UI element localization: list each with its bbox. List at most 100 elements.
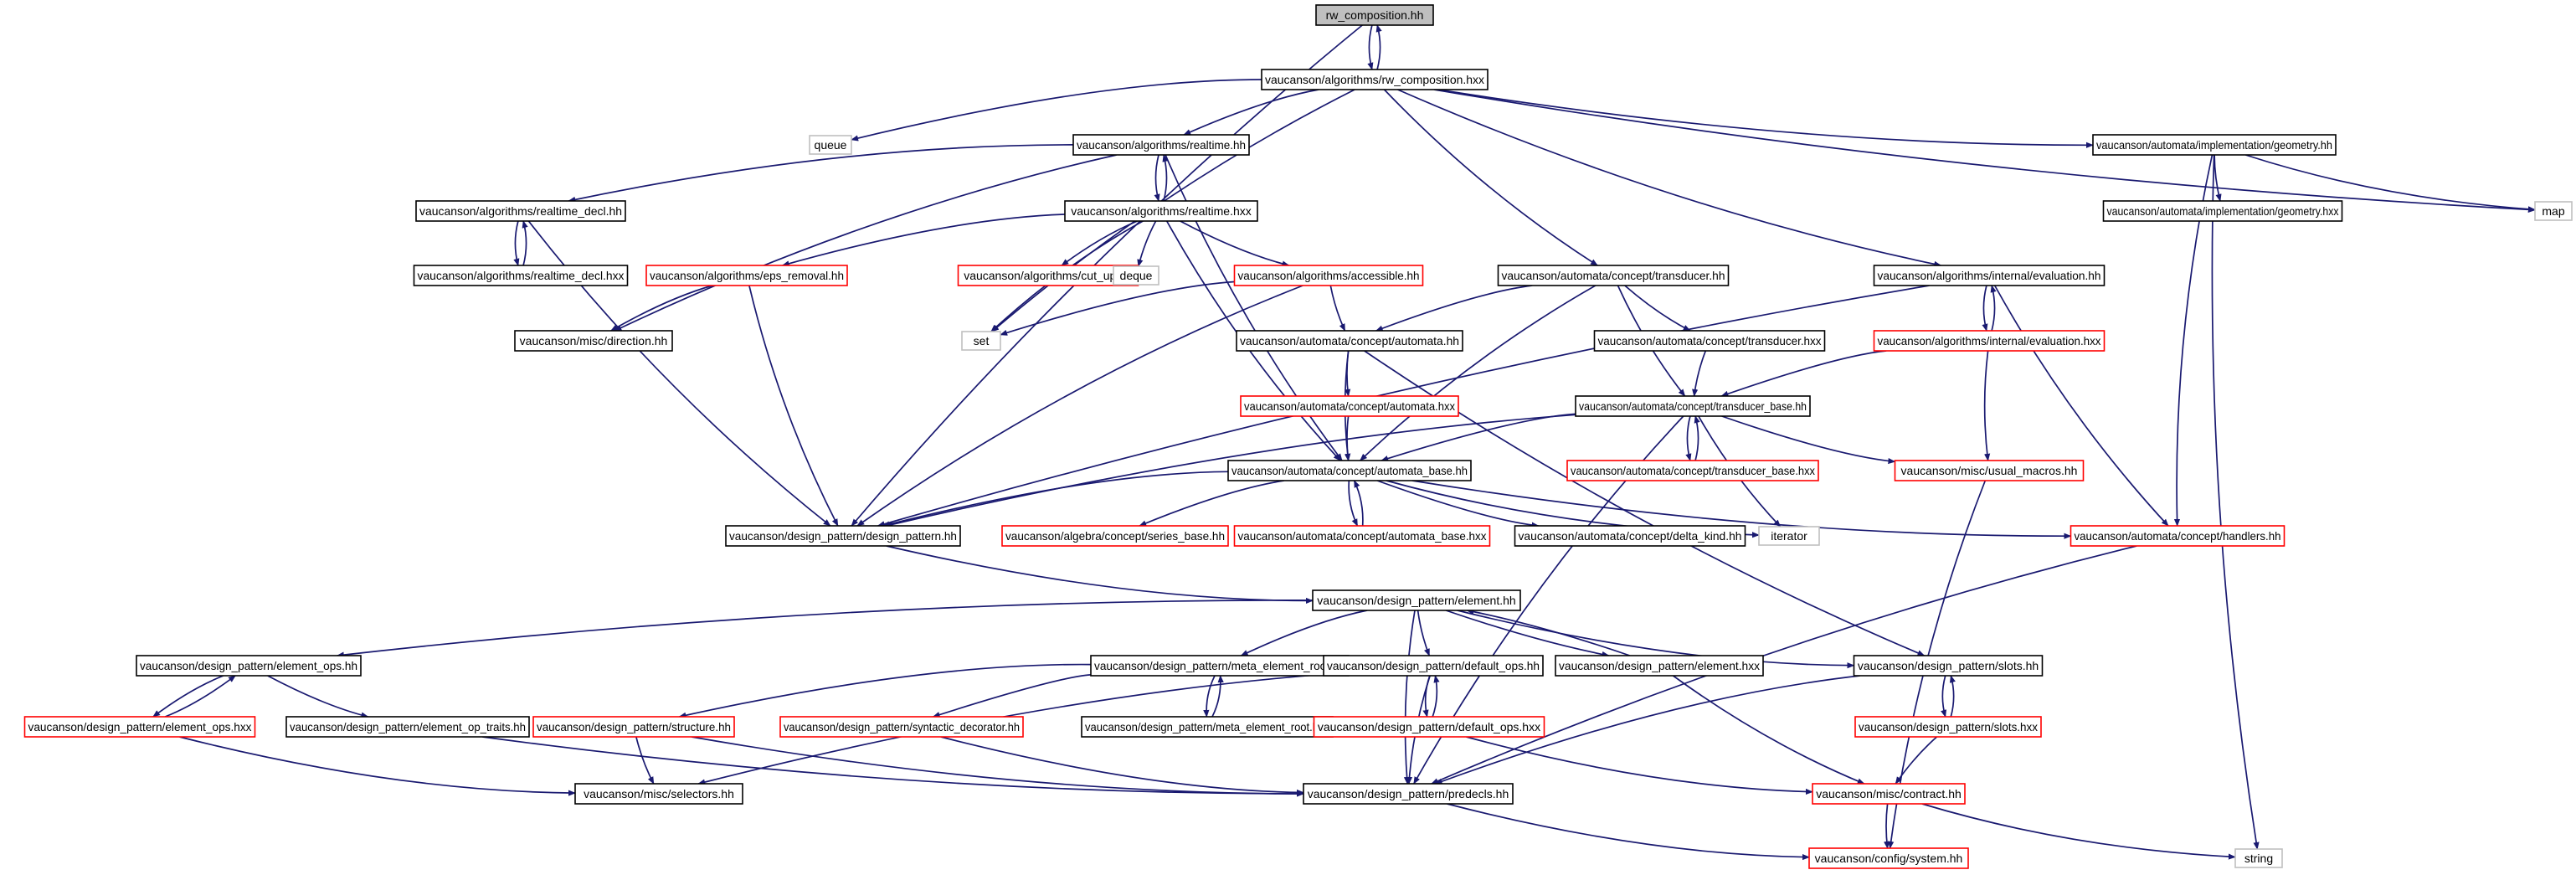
node-label: vaucanson/design_pattern/syntactic_decor… <box>784 720 1020 733</box>
dependency-edge <box>851 79 1262 142</box>
dependency-node[interactable]: vaucanson/design_pattern/design_pattern.… <box>725 525 961 547</box>
dependency-edge <box>1162 154 1169 202</box>
dependency-node[interactable]: vaucanson/automata/concept/transducer_ba… <box>1575 395 1811 417</box>
dependency-node[interactable]: vaucanson/algorithms/realtime.hxx <box>1064 200 1258 222</box>
dependency-edge <box>1720 350 1887 397</box>
dependency-node[interactable]: vaucanson/algorithms/accessible.hh <box>1233 265 1424 286</box>
node-box <box>961 331 1001 351</box>
node-label: vaucanson/automata/concept/automata_base… <box>1238 529 1487 543</box>
node-box <box>1854 716 2042 738</box>
dependency-node[interactable]: vaucanson/misc/contract.hh <box>1812 783 1966 805</box>
dependency-node[interactable]: vaucanson/automata/concept/automata.hxx <box>1240 395 1459 417</box>
dependency-node[interactable]: vaucanson/design_pattern/default_ops.hxx <box>1313 716 1545 738</box>
node-box <box>2234 848 2283 868</box>
dependency-edge <box>1411 480 2072 539</box>
dependency-node[interactable]: vaucanson/algorithms/rw_composition.hxx <box>1261 69 1489 90</box>
node-label: queue <box>815 138 847 152</box>
node-box <box>413 265 629 286</box>
node-box <box>136 655 362 677</box>
node-box <box>1090 655 1350 677</box>
dependency-node[interactable]: vaucanson/automata/concept/automata_base… <box>1233 525 1491 547</box>
dependency-node: iterator <box>1758 526 1820 546</box>
dependency-edge <box>781 214 1066 267</box>
dependency-edge <box>1431 545 2137 785</box>
dependency-node[interactable]: vaucanson/algebra/concept/series_base.hh <box>1001 525 1229 547</box>
dependency-node[interactable]: vaucanson/algorithms/cut_up.hh <box>957 265 1139 286</box>
dependency-node[interactable]: vaucanson/algorithms/internal/evaluation… <box>1873 265 2106 286</box>
dependency-node[interactable]: vaucanson/design_pattern/structure.hh <box>532 716 735 738</box>
node-box <box>1313 716 1545 738</box>
node-box <box>957 265 1139 286</box>
dependency-node[interactable]: vaucanson/automata/implementation/geomet… <box>2092 134 2337 156</box>
dependency-node[interactable]: vaucanson/design_pattern/element_ops.hxx <box>23 716 256 738</box>
dependency-node[interactable]: vaucanson/automata/concept/transducer.hx… <box>1593 330 1826 352</box>
dependency-node[interactable]: vaucanson/algorithms/eps_removal.hh <box>645 265 848 286</box>
node-label: vaucanson/automata/concept/delta_kind.hh <box>1519 529 1742 543</box>
dependency-node[interactable]: vaucanson/design_pattern/element_op_trai… <box>285 716 530 738</box>
dependency-node[interactable]: vaucanson/misc/usual_macros.hh <box>1894 460 2085 481</box>
dependency-node[interactable]: vaucanson/design_pattern/slots.hxx <box>1854 716 2042 738</box>
dependency-node[interactable]: vaucanson/automata/concept/transducer_ba… <box>1566 460 1819 481</box>
dependency-edge <box>614 154 1117 332</box>
node-label: vaucanson/algorithms/cut_up.hh <box>964 269 1133 282</box>
dependency-edge <box>1685 415 1692 461</box>
dependency-node[interactable]: vaucanson/algorithms/realtime.hh <box>1072 134 1250 156</box>
node-label: vaucanson/algorithms/realtime_decl.hh <box>419 204 622 218</box>
dependency-node[interactable]: vaucanson/config/system.hh <box>1808 847 1969 869</box>
node-box <box>1566 460 1819 481</box>
dependency-node[interactable]: vaucanson/design_pattern/default_ops.hh <box>1323 655 1544 677</box>
dependency-node[interactable]: vaucanson/algorithms/internal/evaluation… <box>1873 330 2106 352</box>
dependency-node[interactable]: vaucanson/automata/concept/transducer.hh <box>1497 265 1730 286</box>
dependency-node[interactable]: vaucanson/design_pattern/syntactic_decor… <box>779 716 1024 738</box>
node-box <box>2070 525 2285 547</box>
dependency-node[interactable]: vaucanson/design_pattern/element.hxx <box>1555 655 1764 677</box>
dependency-node[interactable]: vaucanson/design_pattern/predecls.hh <box>1303 783 1514 805</box>
dependency-node[interactable]: vaucanson/algorithms/realtime_decl.hh <box>415 200 626 222</box>
dependency-edge <box>610 285 713 332</box>
dependency-node[interactable]: vaucanson/design_pattern/meta_element_ro… <box>1081 716 1334 738</box>
dependency-edge <box>1982 285 1988 332</box>
node-label: vaucanson/design_pattern/element.hxx <box>1559 659 1760 672</box>
dependency-node[interactable]: vaucanson/design_pattern/slots.hh <box>1853 655 2044 677</box>
node-box <box>725 525 961 547</box>
node-label: vaucanson/design_pattern/element_ops.hh <box>140 659 357 672</box>
dependency-edge <box>1061 220 1138 266</box>
dependency-node[interactable]: vaucanson/design_pattern/meta_element_ro… <box>1090 655 1350 677</box>
dependency-edge <box>697 673 1324 785</box>
node-box <box>1593 330 1826 352</box>
dependency-node[interactable]: vaucanson/design_pattern/element.hh <box>1312 589 1521 611</box>
node-box <box>1323 655 1544 677</box>
node-label: vaucanson/design_pattern/element_ops.hxx <box>28 720 252 733</box>
dependency-edge <box>1457 610 1855 669</box>
node-label: vaucanson/algorithms/rw_composition.hxx <box>1265 73 1484 86</box>
dependency-node[interactable]: vaucanson/design_pattern/element_ops.hh <box>136 655 362 677</box>
dependency-edge <box>991 89 1355 332</box>
dependency-edge <box>1403 610 1416 785</box>
node-box <box>2102 200 2343 222</box>
dependency-node[interactable]: vaucanson/automata/concept/automata_base… <box>1227 460 1472 481</box>
dependency-node[interactable]: vaucanson/automata/implementation/geomet… <box>2102 200 2343 222</box>
dependency-edge <box>1203 675 1216 718</box>
dependency-node[interactable]: vaucanson/automata/concept/delta_kind.hh <box>1514 525 1746 547</box>
node-box <box>645 265 848 286</box>
node-label: string <box>2244 852 2273 865</box>
dependency-edge <box>1447 803 1810 861</box>
node-label: vaucanson/automata/concept/handlers.hh <box>2075 529 2281 543</box>
dependency-node[interactable]: vaucanson/misc/direction.hh <box>514 330 673 352</box>
dependency-edge <box>1381 413 1576 462</box>
dependency-node[interactable]: vaucanson/automata/concept/handlers.hh <box>2070 525 2285 547</box>
dependency-node[interactable]: vaucanson/misc/selectors.hh <box>574 783 743 805</box>
node-label: vaucanson/design_pattern/design_pattern.… <box>729 529 957 543</box>
dependency-node[interactable]: vaucanson/algorithms/realtime_decl.hxx <box>413 265 629 286</box>
dependency-edge <box>1466 736 1813 795</box>
dependency-edge <box>851 24 1363 527</box>
dependency-edge <box>1895 736 1938 785</box>
dependency-edge <box>1432 675 1440 718</box>
dependency-edge <box>1383 89 1598 266</box>
node-label: vaucanson/automata/implementation/geomet… <box>2096 138 2332 152</box>
dependency-edge <box>513 220 520 266</box>
root-node[interactable]: rw_composition.hh <box>1315 4 1434 26</box>
dependency-node[interactable]: vaucanson/automata/concept/automata.hh <box>1236 330 1463 352</box>
dependency-edge <box>1949 675 1956 718</box>
